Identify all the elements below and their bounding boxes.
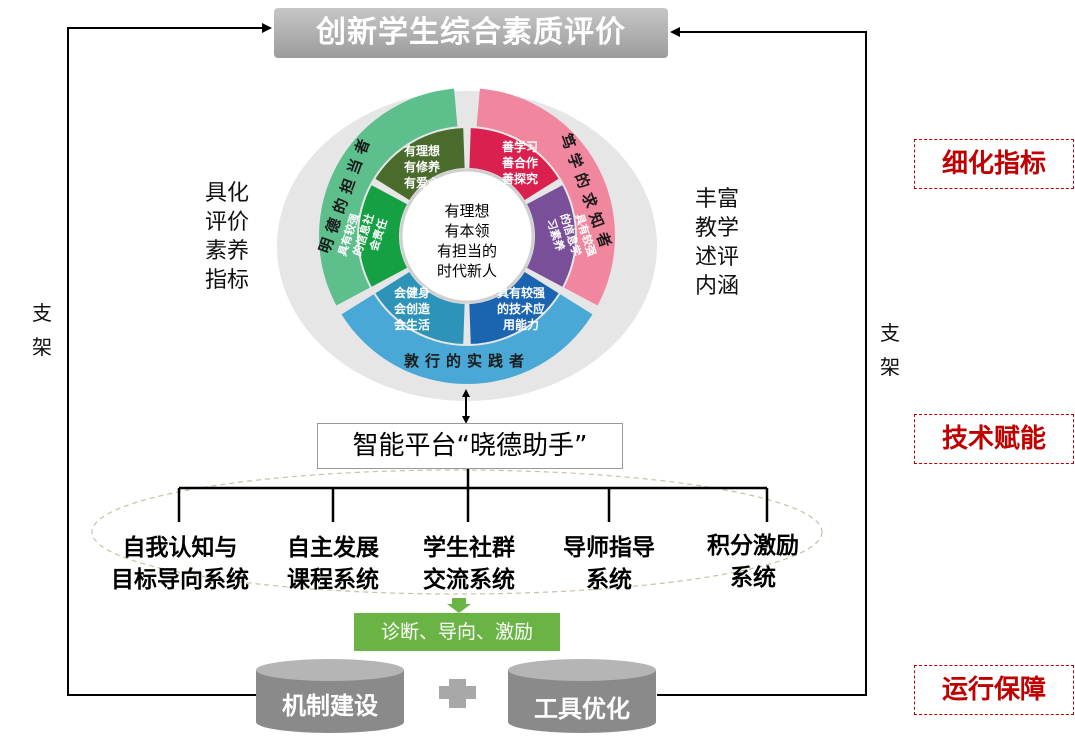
tag-refine-indicators: 细化指标 bbox=[914, 139, 1074, 189]
system-course: 自主发展 课程系统 bbox=[266, 532, 400, 596]
center-line-3: 有担当的 bbox=[437, 242, 497, 260]
inner-label-bottom-left: 会健身 会创造 会生活 bbox=[394, 285, 431, 332]
system-self-cognition: 自我认知与 目标导向系统 bbox=[92, 532, 268, 596]
tag-tech-empower: 技术赋能 bbox=[914, 414, 1074, 464]
system-tree bbox=[177, 467, 769, 522]
inner-br-2: 的技术应 bbox=[497, 301, 545, 316]
outer-segment-bottom-blue bbox=[341, 294, 593, 384]
right-annotation-line: 内涵 bbox=[695, 274, 740, 299]
support-line-right bbox=[657, 27, 867, 696]
inner-label-top-left: 有理想 有修养 有爱心 bbox=[404, 143, 440, 190]
right-annotation-line: 述评 bbox=[695, 245, 740, 270]
inner-tr-3: 善探究 bbox=[502, 171, 538, 186]
inner-tl-3: 有爱心 bbox=[404, 175, 440, 190]
inner-segment-top-right bbox=[469, 128, 559, 200]
right-annotation-line: 丰富 bbox=[695, 187, 740, 212]
inner-segment-left bbox=[359, 185, 407, 287]
down-arrow-icon bbox=[447, 598, 471, 613]
inner-segment-right bbox=[527, 185, 575, 287]
outer-ring bbox=[319, 88, 615, 384]
page-title: 创新学生综合素质评价 bbox=[274, 8, 668, 58]
platform-box: 智能平台“晓德助手” bbox=[317, 423, 623, 469]
inner-bl-1: 会健身 bbox=[394, 285, 430, 300]
system-line: 自主发展 bbox=[287, 535, 379, 561]
center-line-1: 有理想 bbox=[444, 202, 489, 220]
inner-label-top-right: 善学习 善合作 善探究 bbox=[502, 139, 538, 186]
plus-icon bbox=[439, 679, 476, 708]
wheel-center bbox=[399, 168, 535, 304]
support-right-char: 架 bbox=[880, 355, 900, 379]
system-community: 学生社群 交流系统 bbox=[402, 532, 536, 596]
system-line: 目标导向系统 bbox=[111, 567, 249, 593]
system-points: 积分激励 系统 bbox=[690, 530, 816, 594]
inner-tl-2: 有修养 bbox=[404, 159, 440, 174]
base-tool-label: 工具优化 bbox=[534, 695, 630, 723]
inner-bl-2: 会创造 bbox=[394, 301, 431, 316]
left-annotation: 具化 评价 素养 指标 bbox=[205, 179, 249, 295]
system-line: 交流系统 bbox=[423, 567, 515, 593]
system-line: 积分激励 bbox=[707, 533, 799, 559]
inner-segment-bottom-left bbox=[375, 272, 465, 344]
outer-label-bottom: 敦行的实践者 bbox=[404, 352, 530, 370]
system-line: 学生社群 bbox=[423, 535, 515, 561]
center-line-4: 时代新人 bbox=[437, 262, 497, 280]
center-line-2: 有本领 bbox=[444, 222, 489, 240]
inner-segment-top-left bbox=[375, 128, 465, 200]
inner-label-bottom-right: 具有较强 的技术应 用能力 bbox=[497, 285, 545, 332]
outer-segment-right-pink bbox=[476, 88, 615, 306]
left-annotation-line: 素养 bbox=[205, 239, 250, 264]
right-annotation: 丰富 教学 述评 内涵 bbox=[695, 185, 739, 301]
inner-tr-1: 善学习 bbox=[502, 139, 538, 154]
diagnose-box: 诊断、导向、激励 bbox=[354, 613, 560, 651]
cylinder-left bbox=[256, 659, 404, 733]
system-mentor: 导师指导 系统 bbox=[546, 532, 672, 596]
system-line: 课程系统 bbox=[287, 567, 379, 593]
outer-segment-left-green bbox=[319, 88, 458, 306]
support-right-char: 支 bbox=[880, 321, 900, 345]
tag-operation-guarantee: 运行保障 bbox=[914, 665, 1074, 715]
inner-br-1: 具有较强 bbox=[497, 285, 545, 300]
systems-ellipse bbox=[91, 469, 823, 595]
support-left-char: 支 bbox=[32, 301, 52, 325]
right-annotation-line: 教学 bbox=[695, 216, 740, 241]
system-line: 系统 bbox=[586, 567, 632, 593]
base-mechanism-label: 机制建设 bbox=[282, 692, 378, 720]
inner-br-3: 用能力 bbox=[502, 317, 539, 332]
inner-tr-2: 善合作 bbox=[502, 155, 538, 170]
inner-tl-1: 有理想 bbox=[404, 143, 440, 158]
left-annotation-line: 评价 bbox=[205, 210, 250, 235]
left-annotation-line: 具化 bbox=[205, 181, 250, 206]
inner-segment-bottom-right bbox=[469, 272, 559, 344]
cylinder-right bbox=[508, 659, 656, 733]
system-line: 自我认知与 bbox=[122, 535, 238, 561]
support-label-right: 支 架 bbox=[880, 316, 904, 384]
system-line: 系统 bbox=[730, 565, 776, 591]
inner-ring bbox=[359, 128, 575, 344]
left-annotation-line: 指标 bbox=[205, 268, 250, 293]
support-left-char: 架 bbox=[32, 335, 52, 359]
support-label-left: 支 架 bbox=[32, 296, 56, 364]
inner-bl-3: 会生活 bbox=[394, 317, 430, 332]
support-line-left bbox=[67, 23, 272, 696]
system-line: 导师指导 bbox=[563, 535, 655, 561]
